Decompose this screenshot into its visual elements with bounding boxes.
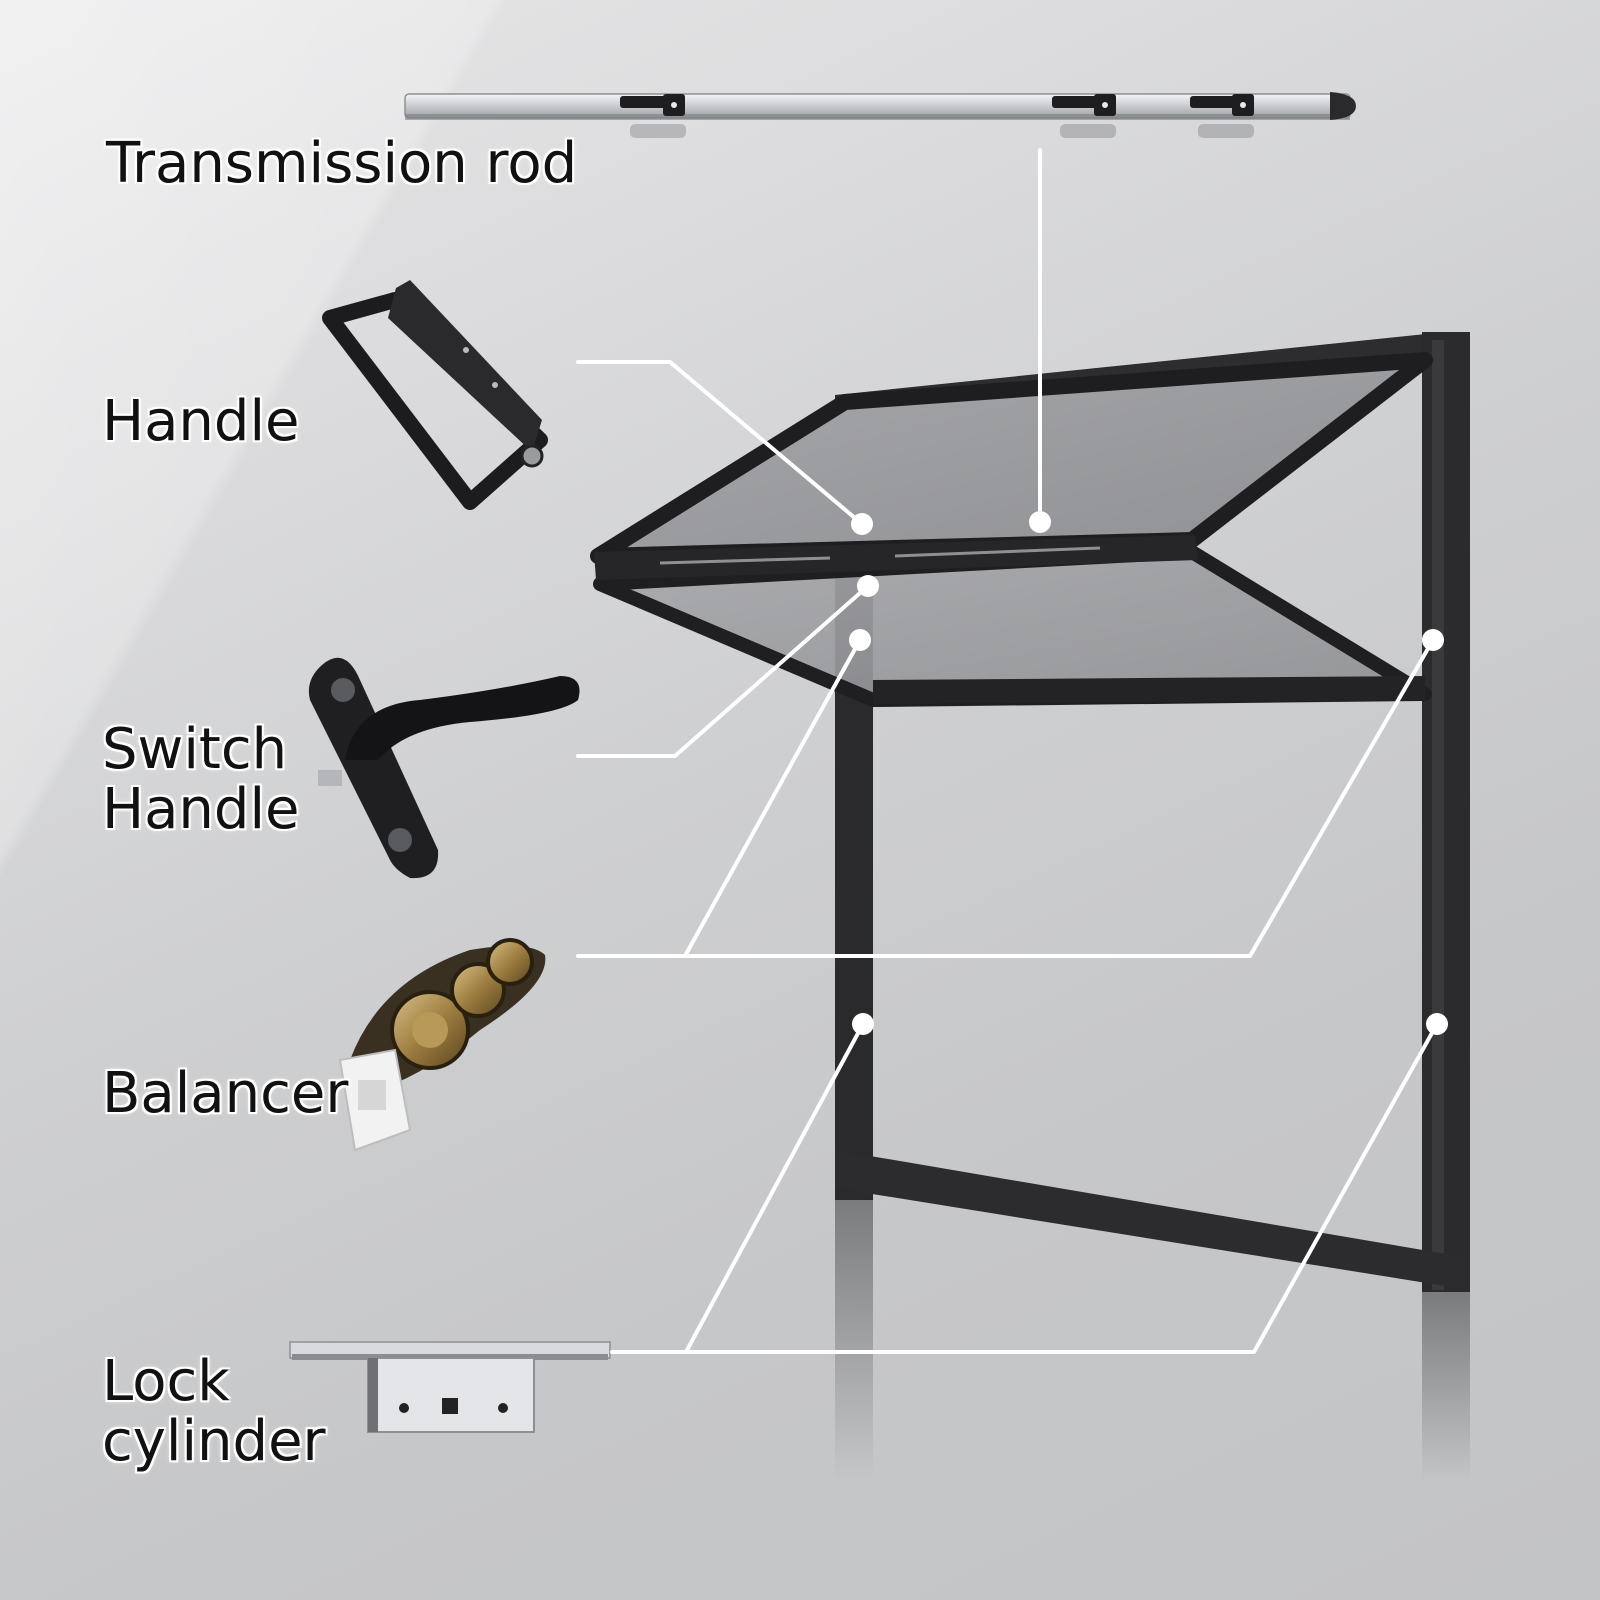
label-balancer: Balancer — [102, 1061, 349, 1126]
switch-handle-icon — [308, 657, 580, 879]
balancer-icon — [338, 938, 546, 1152]
callout-dots — [849, 511, 1448, 1035]
lock-cylinder-icon — [289, 1341, 611, 1433]
window-frame-icon — [590, 332, 1470, 1482]
label-switch-handle: Switch Handle — [102, 717, 300, 842]
handle-icon — [322, 280, 548, 510]
background-sheen — [0, 0, 600, 1100]
label-handle: Handle — [102, 389, 300, 454]
label-transmission-rod: Transmission rod — [106, 131, 578, 196]
callout-lines — [576, 148, 1439, 1354]
transmission-rod-icon — [404, 92, 1356, 138]
label-lock-cylinder: Lock cylinder — [102, 1349, 326, 1474]
